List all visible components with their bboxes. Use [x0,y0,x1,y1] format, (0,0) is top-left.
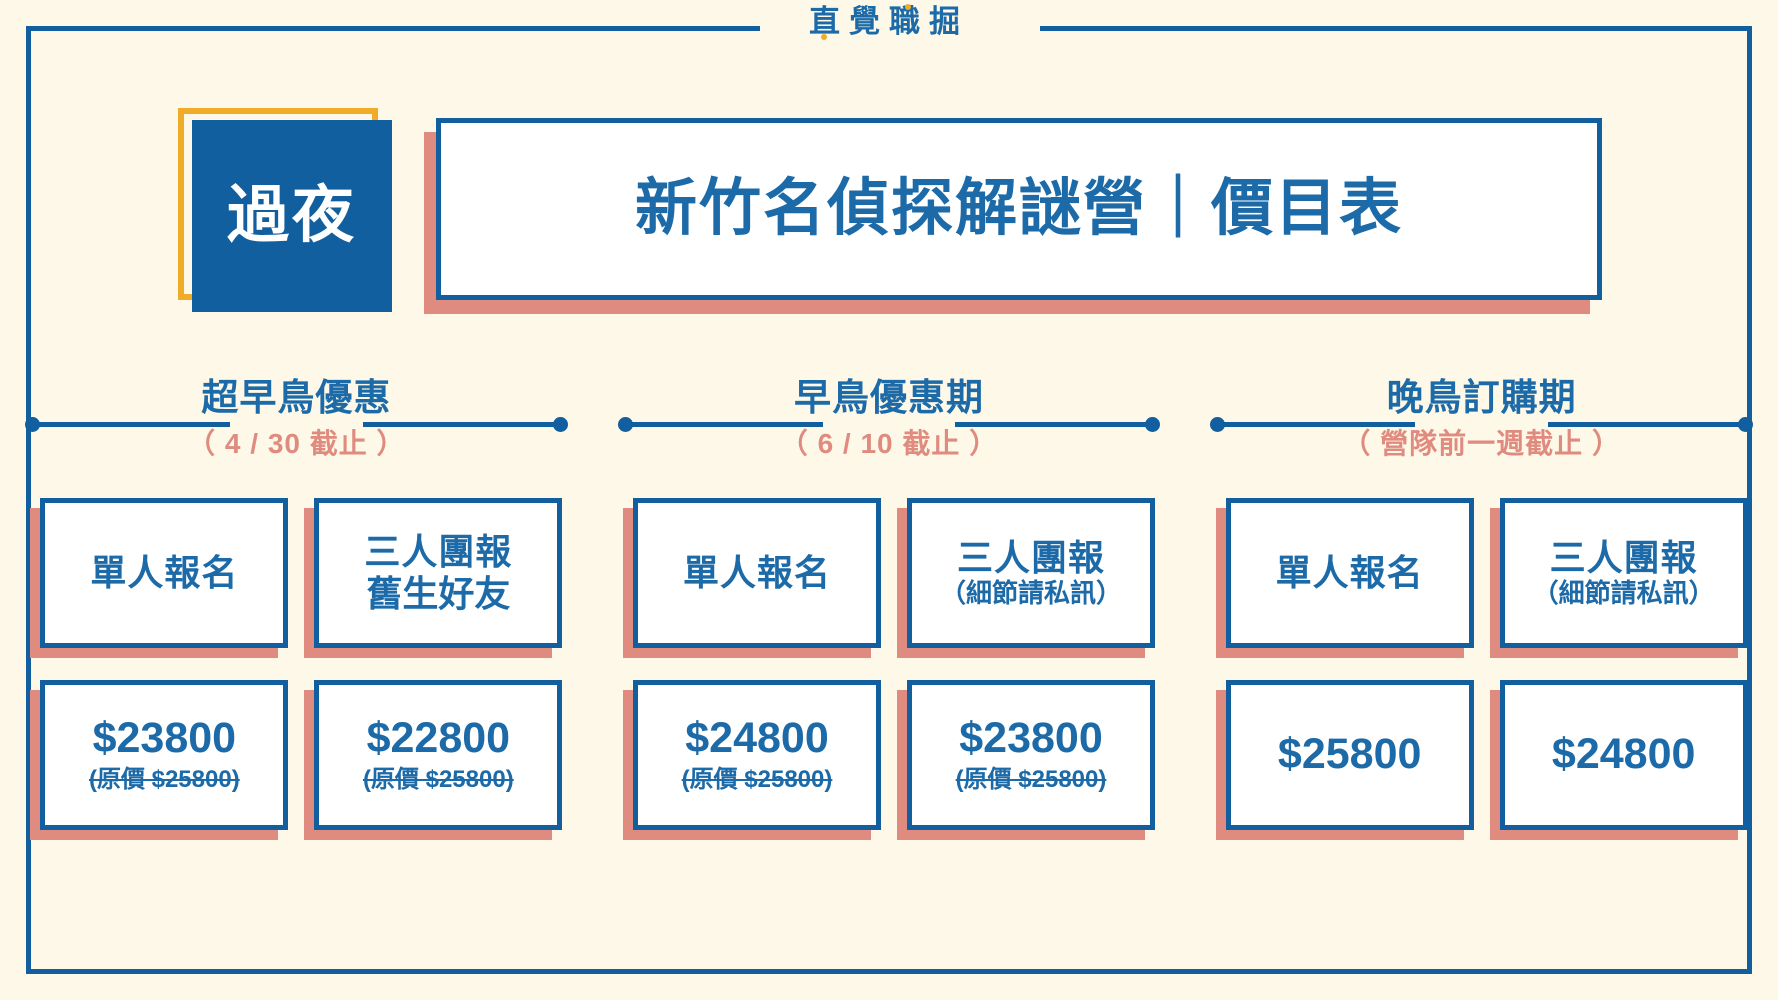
price-card[interactable]: $25800 [1215,680,1474,840]
section-title: 超早鳥優惠 [201,377,392,418]
price-value: $24800 [685,713,829,762]
brand-char-1: 直 [809,4,849,40]
card-face: 三人團報 舊生好友 [314,498,563,648]
plan-card[interactable]: 三人團報 （細節請私訊） [1489,498,1748,658]
card-face: $23800 (原價 $25800) [40,680,289,830]
plan-note: 舊生好友 [366,573,511,615]
brand-char-3: 職 [889,4,929,39]
card-face: $24800 [1499,680,1748,830]
section-labels: 晚鳥訂購期 （ 營隊前一週截止 ） [1185,377,1778,459]
price-column: 單人報名 $25800 [1215,498,1474,918]
frame-gap-mask [760,14,1040,44]
card-face: 三人團報 （細節請私訊） [907,498,1155,648]
price-card[interactable]: $23800 (原價 $25800) [30,680,289,840]
price-column: 三人團報 （細節請私訊） $23800 (原價 $25800) [897,498,1155,918]
price-column: 單人報名 $24800 (原價 $25800) [623,498,881,918]
price-card[interactable]: $23800 (原價 $25800) [897,680,1155,840]
rule-right [1548,422,1747,427]
price-column: 單人報名 $23800 (原價 $25800) [30,498,289,918]
card-face: 單人報名 [1225,498,1474,648]
page-title: 新竹名偵探解謎營｜價目表 [634,174,1403,243]
section-labels: 超早鳥優惠 （ 4 / 30 截止 ） [0,377,593,459]
plan-name: 三人團報 [956,536,1105,578]
plan-note: （細節請私訊） [1532,578,1715,609]
price-value: $25800 [1277,730,1422,779]
bullet-right-icon [552,417,568,432]
card-face: $23800 (原價 $25800) [907,680,1155,830]
price-grid: 單人報名 $23800 (原價 $25800) 三人團報 [0,498,1778,918]
section-deadline: （ 4 / 30 截止 ） [187,427,406,459]
price-card[interactable]: $24800 (原價 $25800) [623,680,881,840]
price-column: 三人團報 舊生好友 $22800 (原價 $25800) [304,498,563,918]
overnight-badge-box: 過夜 [192,120,392,312]
original-price: (原價 $25800) [681,766,833,794]
brand-char-3-text: 職 [889,4,929,39]
price-column: 三人團報 （細節請私訊） $24800 [1489,498,1748,918]
card-face: $24800 (原價 $25800) [633,680,881,830]
price-value: $23800 [92,713,237,762]
price-card[interactable]: $22800 (原價 $25800) [304,680,563,840]
price-value: $22800 [366,713,511,762]
bullet-right-icon [1145,417,1161,432]
card-face: 單人報名 [40,498,289,648]
brand-accent-dot-2 [905,4,911,10]
plan-name: 三人團報 [1549,536,1698,578]
price-group-early: 單人報名 $24800 (原價 $25800) 三人團報 [593,498,1186,918]
brand-char-1-text: 直 [809,4,849,39]
rule-left [624,422,823,427]
plan-card[interactable]: 三人團報 （細節請私訊） [897,498,1155,658]
section-deadline: （ 6 / 10 截止 ） [779,427,999,459]
section-labels: 早鳥優惠期 （ 6 / 10 截止 ） [593,377,1186,459]
rule-right [955,422,1154,427]
title-panel-box: 新竹名偵探解謎營｜價目表 [436,118,1602,300]
price-card[interactable]: $24800 [1489,680,1748,840]
brand-char-2-text: 覺 [849,4,889,39]
plan-card[interactable]: 單人報名 [30,498,289,658]
plan-name: 單人報名 [682,552,831,594]
plan-note: （細節請私訊） [939,578,1122,609]
card-face: $22800 (原價 $25800) [314,680,563,830]
brand-char-4-text: 掘 [929,4,969,39]
plan-name: 三人團報 [364,530,513,572]
section-header-early: 早鳥優惠期 （ 6 / 10 截止 ） [593,377,1186,488]
rule-right [362,422,561,427]
price-value: $24800 [1551,730,1696,779]
card-face: 單人報名 [633,498,881,648]
plan-card[interactable]: 單人報名 [623,498,881,658]
brand-char-4: 掘 [929,6,969,37]
original-price: (原價 $25800) [362,766,514,794]
section-title: 晚鳥訂購期 [1386,377,1577,418]
section-header-super-early: 超早鳥優惠 （ 4 / 30 截止 ） [0,377,593,488]
rule-left [1217,422,1416,427]
original-price: (原價 $25800) [88,766,240,794]
plan-name: 單人報名 [1275,552,1424,594]
brand-masthead: 直覺職掘 [0,4,1778,40]
brand-accent-dot-1 [821,34,827,40]
bullet-right-icon [1738,417,1754,432]
section-header-late: 晚鳥訂購期 （ 營隊前一週截止 ） [1185,377,1778,488]
title-panel: 新竹名偵探解謎營｜價目表 [424,118,1604,314]
price-value: $23800 [959,713,1103,762]
overnight-badge-label: 過夜 [226,181,357,250]
rule-left [32,422,230,427]
overnight-badge: 過夜 [178,108,398,318]
plan-card[interactable]: 單人報名 [1215,498,1474,658]
card-face: 三人團報 （細節請私訊） [1499,498,1748,648]
plan-name: 單人報名 [90,552,239,594]
header-row: 過夜 新竹名偵探解謎營｜價目表 [0,108,1778,318]
section-title: 早鳥優惠期 [794,377,984,418]
section-headers: 超早鳥優惠 （ 4 / 30 截止 ） 早鳥優惠期 （ 6 / 10 截止 ） … [0,377,1778,488]
brand-char-2: 覺 [849,6,889,37]
section-deadline: （ 營隊前一週截止 ） [1342,427,1621,459]
price-group-super-early: 單人報名 $23800 (原價 $25800) 三人團報 [0,498,593,918]
plan-card[interactable]: 三人團報 舊生好友 [304,498,563,658]
original-price: (原價 $25800) [955,766,1107,794]
card-face: $25800 [1225,680,1474,830]
price-group-late: 單人報名 $25800 三人團報 （細節請私 [1185,498,1778,918]
